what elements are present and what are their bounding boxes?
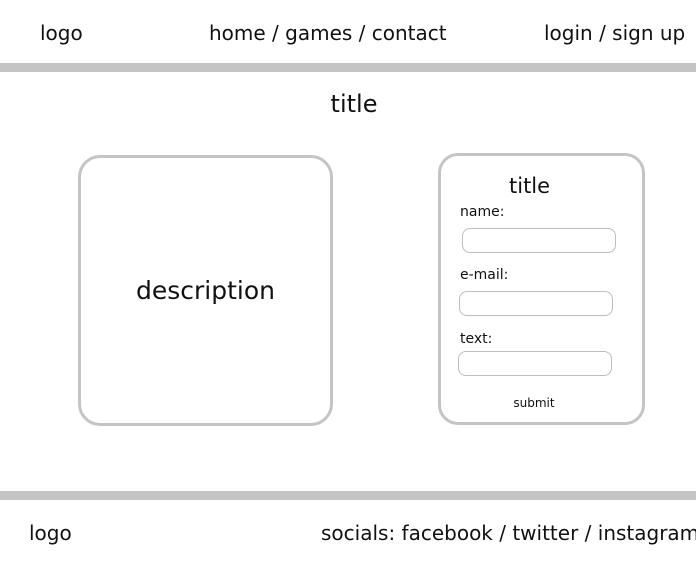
text-field[interactable] [458,351,612,376]
name-label: name: [460,204,505,220]
description-text: description [135,276,275,305]
contact-form: title name: e-mail: text: submit [438,153,645,425]
main-nav[interactable]: home / games / contact [209,21,447,45]
header-divider [0,63,696,72]
header-logo[interactable]: logo [40,21,83,45]
auth-links[interactable]: login / sign up [544,21,686,45]
text-label: text: [460,331,493,347]
footer-divider [0,491,696,500]
footer-logo[interactable]: logo [29,521,72,545]
social-links[interactable]: socials: facebook / twitter / instagram [321,521,696,545]
form-title: title [509,174,551,198]
name-field[interactable] [462,228,616,253]
email-field[interactable] [459,291,613,316]
page-title: title [330,90,378,118]
submit-button[interactable]: submit [499,393,569,413]
email-label: e-mail: [460,267,509,283]
description-panel: description [78,155,333,426]
